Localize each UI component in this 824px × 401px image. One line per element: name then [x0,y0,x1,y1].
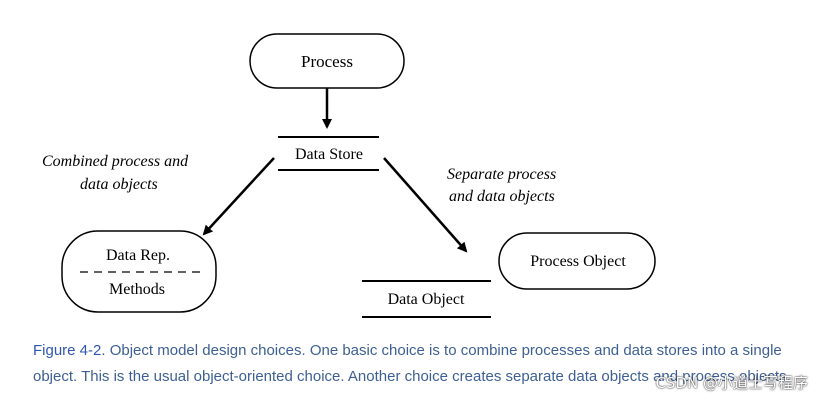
process-label: Process [301,52,353,71]
separate-annotation-line1: Separate process [447,166,556,183]
data-object-node: Data Object [362,280,491,318]
data-store-node: Data Store [278,136,379,171]
figure-caption: Figure 4-2. Object model design choices.… [33,338,813,390]
arrow-to-separate-objects [383,157,468,253]
figure-label: Figure 4-2. [33,342,106,359]
separate-annotation-line2: and data objects [449,188,555,205]
combined-object-node: Data Rep. Methods [61,230,217,313]
object-model-diagram: Process Data Store Data Rep. Methods Pro… [42,33,656,318]
data-object-label: Data Object [388,291,465,308]
arrow-to-combined-object [202,157,275,236]
process-object-label: Process Object [530,253,626,270]
combined-annotation-line2: data objects [80,176,158,193]
combined-annotation-line1: Combined process and [42,153,189,170]
process-node: Process [249,33,405,89]
watermark: CSDN @小道士写程序 [655,374,808,392]
data-rep-label: Data Rep. [106,247,170,264]
methods-label: Methods [109,281,165,298]
figure-caption-text: Object model design choices. One basic c… [33,342,791,385]
process-object-node: Process Object [498,232,656,290]
data-store-label: Data Store [295,146,363,163]
